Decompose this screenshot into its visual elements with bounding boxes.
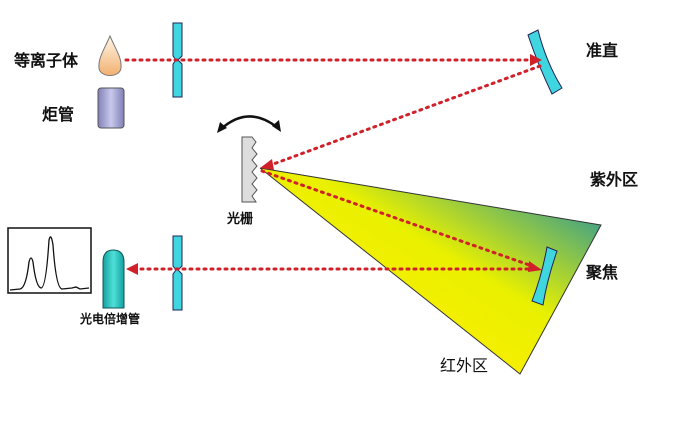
collimating-mirror <box>527 29 563 95</box>
arrowhead-focus <box>528 261 542 272</box>
rotation-arrowhead-right <box>272 120 281 132</box>
photomultiplier-tube-icon <box>102 249 125 309</box>
grating <box>241 136 258 203</box>
dispersion-fan <box>259 167 602 375</box>
arrowhead-collimator <box>530 54 542 66</box>
focusing-mirror <box>531 246 558 306</box>
rotation-arrowhead-left <box>217 122 227 133</box>
label-pmt: 光电倍增管 <box>80 312 141 326</box>
label-infrared: 红外区 <box>440 356 489 375</box>
spectrum-peaks <box>9 236 90 291</box>
label-ultraviolet: 紫外区 <box>590 170 639 189</box>
arrowhead-detector <box>126 263 138 275</box>
beam-grating-to-focus <box>260 169 537 269</box>
beam-collimator-to-grating <box>266 64 542 168</box>
torch-tube-icon <box>97 87 125 129</box>
label-focusing: 聚焦 <box>586 263 619 282</box>
plasma-flame-icon <box>98 34 122 76</box>
label-torch: 炬管 <box>42 105 75 124</box>
label-grating: 光栅 <box>227 212 254 227</box>
exit-slit <box>172 235 183 311</box>
arrowhead-grating <box>260 159 274 170</box>
rotation-arrow-icon <box>219 115 279 131</box>
label-collimating: 准直 <box>586 41 619 60</box>
label-plasma: 等离子体 <box>14 51 79 70</box>
